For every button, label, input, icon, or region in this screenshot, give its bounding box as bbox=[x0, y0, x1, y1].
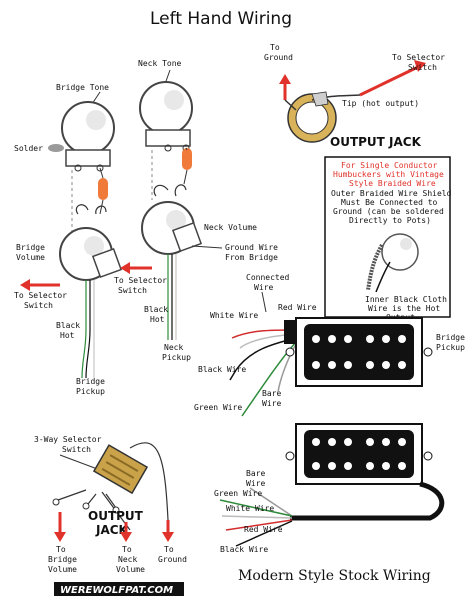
to-selector-top-2: Switch bbox=[408, 63, 437, 72]
to-selector-left-2: Switch bbox=[24, 301, 53, 310]
note-black-3: Ground (can be soldered bbox=[333, 207, 444, 216]
red-wire-top-label: Red Wire bbox=[278, 303, 317, 312]
bridge-pickup-right-2: Pickup bbox=[436, 343, 465, 352]
black-wire-bottom-label: Black Wire bbox=[220, 545, 268, 554]
selector-switch-label-1: 3-Way Selector bbox=[34, 435, 102, 444]
neck-tone-pot bbox=[139, 81, 193, 135]
selector-switch-group: 3-Way Selector Switch OUTPUT JACK To Bri… bbox=[34, 435, 187, 574]
red-wire-bottom-label: Red Wire bbox=[244, 525, 283, 534]
bare-wire-bottom-1: Bare bbox=[246, 469, 265, 478]
neck-pickup-label-1: Neck bbox=[164, 343, 183, 352]
bare-wire-bottom-2: Wire bbox=[246, 479, 265, 488]
output-jack-group: To Ground To Selector Switch Tip (hot ou… bbox=[264, 43, 445, 149]
connected-wire-2: Wire bbox=[254, 283, 273, 292]
bridge-pickup-right-1: Bridge bbox=[436, 333, 465, 342]
bridge-pickup-body bbox=[304, 324, 414, 380]
note-pot bbox=[381, 233, 419, 271]
solder-label: Solder bbox=[14, 144, 43, 153]
pots-group: Bridge Tone Neck Tone Solder bbox=[14, 59, 278, 396]
bridge-tone-pot bbox=[61, 101, 115, 155]
black-hot-left-1: Black bbox=[56, 321, 80, 330]
site-logo-text: WEREWOLFPAT.COM bbox=[60, 585, 173, 596]
green-wire-top-label: Green Wire bbox=[194, 403, 242, 412]
ground-wire-label-2: From Bridge bbox=[225, 253, 278, 262]
to-selector-top-1: To Selector bbox=[392, 53, 445, 62]
site-logo: WEREWOLFPAT.COM bbox=[54, 582, 184, 596]
note-bottom-2: Wire is the Hot bbox=[368, 304, 440, 313]
bridge-pickup-label-1: Bridge bbox=[76, 377, 105, 386]
single-conductor-note: For Single Conductor Humbuckers with Vin… bbox=[324, 156, 452, 322]
solder-blob bbox=[48, 144, 64, 152]
note-red-3: Style Braided Wire bbox=[349, 179, 436, 188]
to-ground-bottom-1: To bbox=[164, 545, 174, 554]
selector-switch-label-2: Switch bbox=[62, 445, 91, 454]
to-ground-label-2: Ground bbox=[264, 53, 293, 62]
mid-selector-arrow bbox=[120, 262, 130, 274]
white-wire-bottom-label: White Wire bbox=[226, 504, 274, 513]
note-black-4: Directly to Pots) bbox=[349, 216, 431, 225]
pickup-cable bbox=[290, 481, 445, 521]
note-black-2: Must Be Connected to bbox=[341, 198, 438, 207]
to-bridge-volume-2: Bridge bbox=[48, 555, 77, 564]
to-selector-arrow bbox=[414, 60, 426, 72]
bridge-volume-label-1: Bridge bbox=[16, 243, 45, 252]
to-ground-bottom-2: Ground bbox=[158, 555, 187, 564]
to-selector-mid-2: Switch bbox=[118, 286, 147, 295]
neck-tone-cap bbox=[182, 148, 192, 170]
to-neck-volume-1: To bbox=[122, 545, 132, 554]
note-red-1: For Single Conductor bbox=[341, 161, 438, 170]
green-wire-bottom-label: Green Wire bbox=[214, 489, 262, 498]
neck-volume-label: Neck Volume bbox=[204, 223, 257, 232]
bridge-volume-label-2: Volume bbox=[16, 253, 45, 262]
left-selector-arrow bbox=[20, 279, 30, 291]
to-bridge-volume-3: Volume bbox=[48, 565, 77, 574]
to-neck-volume-2: Neck bbox=[118, 555, 137, 564]
neck-tone-label: Neck Tone bbox=[138, 59, 182, 68]
white-wire-top-label: White Wire bbox=[210, 311, 258, 320]
page-title: Left Hand Wiring bbox=[150, 9, 292, 29]
to-neck-volume-arrow bbox=[120, 532, 132, 542]
bridge-humbucker-top: Connected Wire Red Wire White Wire Black… bbox=[194, 273, 465, 417]
bare-wire-top-2: Wire bbox=[262, 399, 281, 408]
black-hot-left-2: Hot bbox=[60, 331, 75, 340]
connected-wire-1: Connected bbox=[246, 273, 290, 282]
modern-humbucker-group: Bare Wire Green Wire White Wire Red Wire… bbox=[214, 423, 445, 554]
bridge-tone-label: Bridge Tone bbox=[56, 83, 109, 92]
black-wire-top-label: Black Wire bbox=[198, 365, 246, 374]
to-neck-volume-3: Volume bbox=[116, 565, 145, 574]
output-jack-bottom-1: OUTPUT bbox=[88, 509, 144, 523]
note-red-2: Humbuckers with Vintage bbox=[333, 170, 444, 179]
bridge-tone-cap bbox=[98, 178, 108, 200]
bare-wire-top-1: Bare bbox=[262, 389, 281, 398]
tip-label: Tip (hot output) bbox=[342, 99, 419, 108]
output-jack-label: OUTPUT JACK bbox=[330, 135, 422, 149]
black-hot-mid-2: Hot bbox=[150, 315, 165, 324]
to-bridge-volume-arrow bbox=[54, 532, 66, 542]
to-selector-left-1: To Selector bbox=[14, 291, 67, 300]
neck-pickup-label-2: Pickup bbox=[162, 353, 191, 362]
bridge-pickup-label-2: Pickup bbox=[76, 387, 105, 396]
to-ground-label-1: To bbox=[270, 43, 280, 52]
output-jack-bottom-2: JACK bbox=[95, 523, 129, 537]
black-hot-mid-1: Black bbox=[144, 305, 168, 314]
ground-wire-label-1: Ground Wire bbox=[225, 243, 278, 252]
to-ground-bottom-arrow bbox=[162, 532, 174, 542]
to-selector-mid-1: To Selector bbox=[114, 276, 167, 285]
to-bridge-volume-1: To bbox=[56, 545, 66, 554]
note-bottom-1: Inner Black Cloth bbox=[365, 295, 447, 304]
modern-pickup-body bbox=[304, 430, 414, 478]
note-black-1: Outer Braided Wire Shield bbox=[331, 189, 452, 198]
footer-title: Modern Style Stock Wiring bbox=[238, 568, 431, 584]
